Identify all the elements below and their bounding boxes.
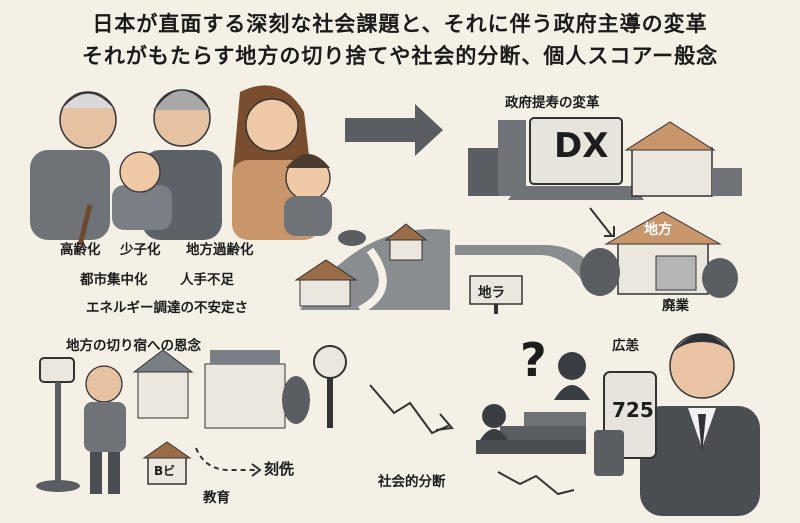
arrow-down-right-icon <box>589 207 613 237</box>
label-rural-fear: 地方の切り宿への恩念 <box>66 338 201 354</box>
score-display: 725 <box>612 398 654 422</box>
house-illustration <box>624 121 742 197</box>
question-signpost-icon <box>313 345 347 428</box>
arrow-right-icon <box>345 104 443 156</box>
question-mark-icon: ? <box>520 333 547 387</box>
label-education: 教育 <box>203 490 230 506</box>
label-labor-shortage: 人手不足 <box>180 272 234 288</box>
dx-text: DX <box>554 126 609 166</box>
town-buildings-illustration <box>132 349 310 429</box>
title-line-1: 日本が直面する深刻な社会課題と、それに伴う政府主導の変革 <box>92 12 708 36</box>
title-line-2: それがもたらす地方の切り捨てや社会的分断、個人スコアー般念 <box>81 44 719 68</box>
mother-child-illustration <box>232 85 332 240</box>
businessman-with-phone-illustration <box>594 333 760 516</box>
label-social-division: 社会的分断 <box>378 474 446 490</box>
child-illustration <box>112 151 172 230</box>
standing-man-illustration <box>84 365 126 494</box>
label-aging: 高齢化 <box>60 242 101 258</box>
local-office-illustration <box>580 211 738 298</box>
rural-village-illustration <box>294 223 450 314</box>
people-on-steps-illustration: ? <box>476 333 590 454</box>
label-broad: 広恙 <box>612 338 639 354</box>
bus-stop-icon <box>36 357 80 492</box>
declining-graph-small-icon <box>497 471 575 496</box>
laptop-illustration <box>508 117 644 200</box>
declining-graph-icon <box>369 384 451 435</box>
school-sign: Bビ <box>154 464 176 478</box>
label-rural-decline: 地方過齢化 <box>186 242 254 258</box>
city-buildings-illustration <box>468 120 526 196</box>
label-destination: 刻侁 <box>264 460 295 478</box>
label-urban-concentration: 都市集中化 <box>80 272 148 288</box>
label-low-birth: 少子化 <box>120 242 161 258</box>
dashed-arrow-icon <box>195 447 256 471</box>
elderly-man-illustration <box>30 91 117 246</box>
label-abandoned: 廃業 <box>662 298 689 314</box>
chiho-sign: 地方 <box>644 222 672 238</box>
label-gov-reform: 政府提寿の変革 <box>505 95 600 111</box>
label-energy: エネルギー調達の不安定さ <box>86 300 248 316</box>
chiho-road-sign: 地ラ <box>478 285 505 301</box>
